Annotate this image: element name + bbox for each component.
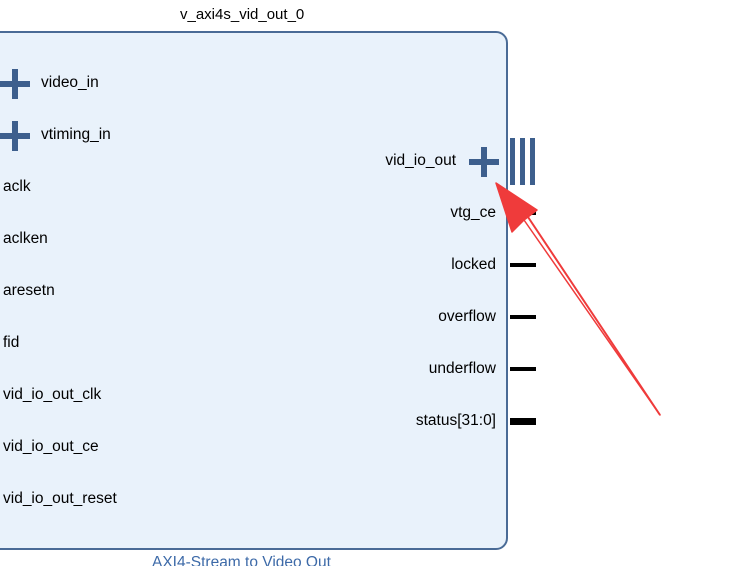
block-instance-name: v_axi4s_vid_out_0 — [180, 6, 305, 23]
ip-block[interactable] — [0, 31, 508, 550]
port-vid-io-out[interactable]: vid_io_out — [385, 152, 456, 169]
port-aclk[interactable]: aclk — [3, 178, 31, 195]
port-overflow[interactable]: overflow — [438, 308, 496, 325]
port-vid-io-out-clk[interactable]: vid_io_out_clk — [3, 386, 102, 403]
port-fid[interactable]: fid — [3, 334, 20, 351]
vid-io-out-expand-icon[interactable] — [469, 147, 499, 177]
port-locked[interactable]: locked — [451, 256, 496, 273]
overflow-pin[interactable] — [510, 315, 536, 319]
ip-type-label: AXI4-Stream to Video Out — [152, 554, 331, 566]
port-video-in[interactable]: video_in — [41, 74, 99, 91]
port-vtg-ce[interactable]: vtg_ce — [450, 204, 496, 221]
port-underflow[interactable]: underflow — [428, 360, 496, 377]
vtiming-in-expand-icon[interactable] — [0, 121, 30, 151]
vid-io-out-bus-pin-icon[interactable] — [510, 138, 536, 185]
status-bus-pin[interactable] — [510, 418, 536, 425]
underflow-pin[interactable] — [510, 367, 536, 371]
port-status[interactable]: status[31:0] — [415, 412, 496, 429]
port-vid-io-out-reset[interactable]: vid_io_out_reset — [3, 490, 117, 507]
port-vid-io-out-ce[interactable]: vid_io_out_ce — [3, 438, 99, 455]
port-aresetn[interactable]: aresetn — [3, 282, 55, 299]
locked-pin[interactable] — [510, 263, 536, 267]
video-in-expand-icon[interactable] — [0, 69, 30, 99]
port-vtiming-in[interactable]: vtiming_in — [41, 126, 111, 143]
port-aclken[interactable]: aclken — [3, 230, 48, 247]
